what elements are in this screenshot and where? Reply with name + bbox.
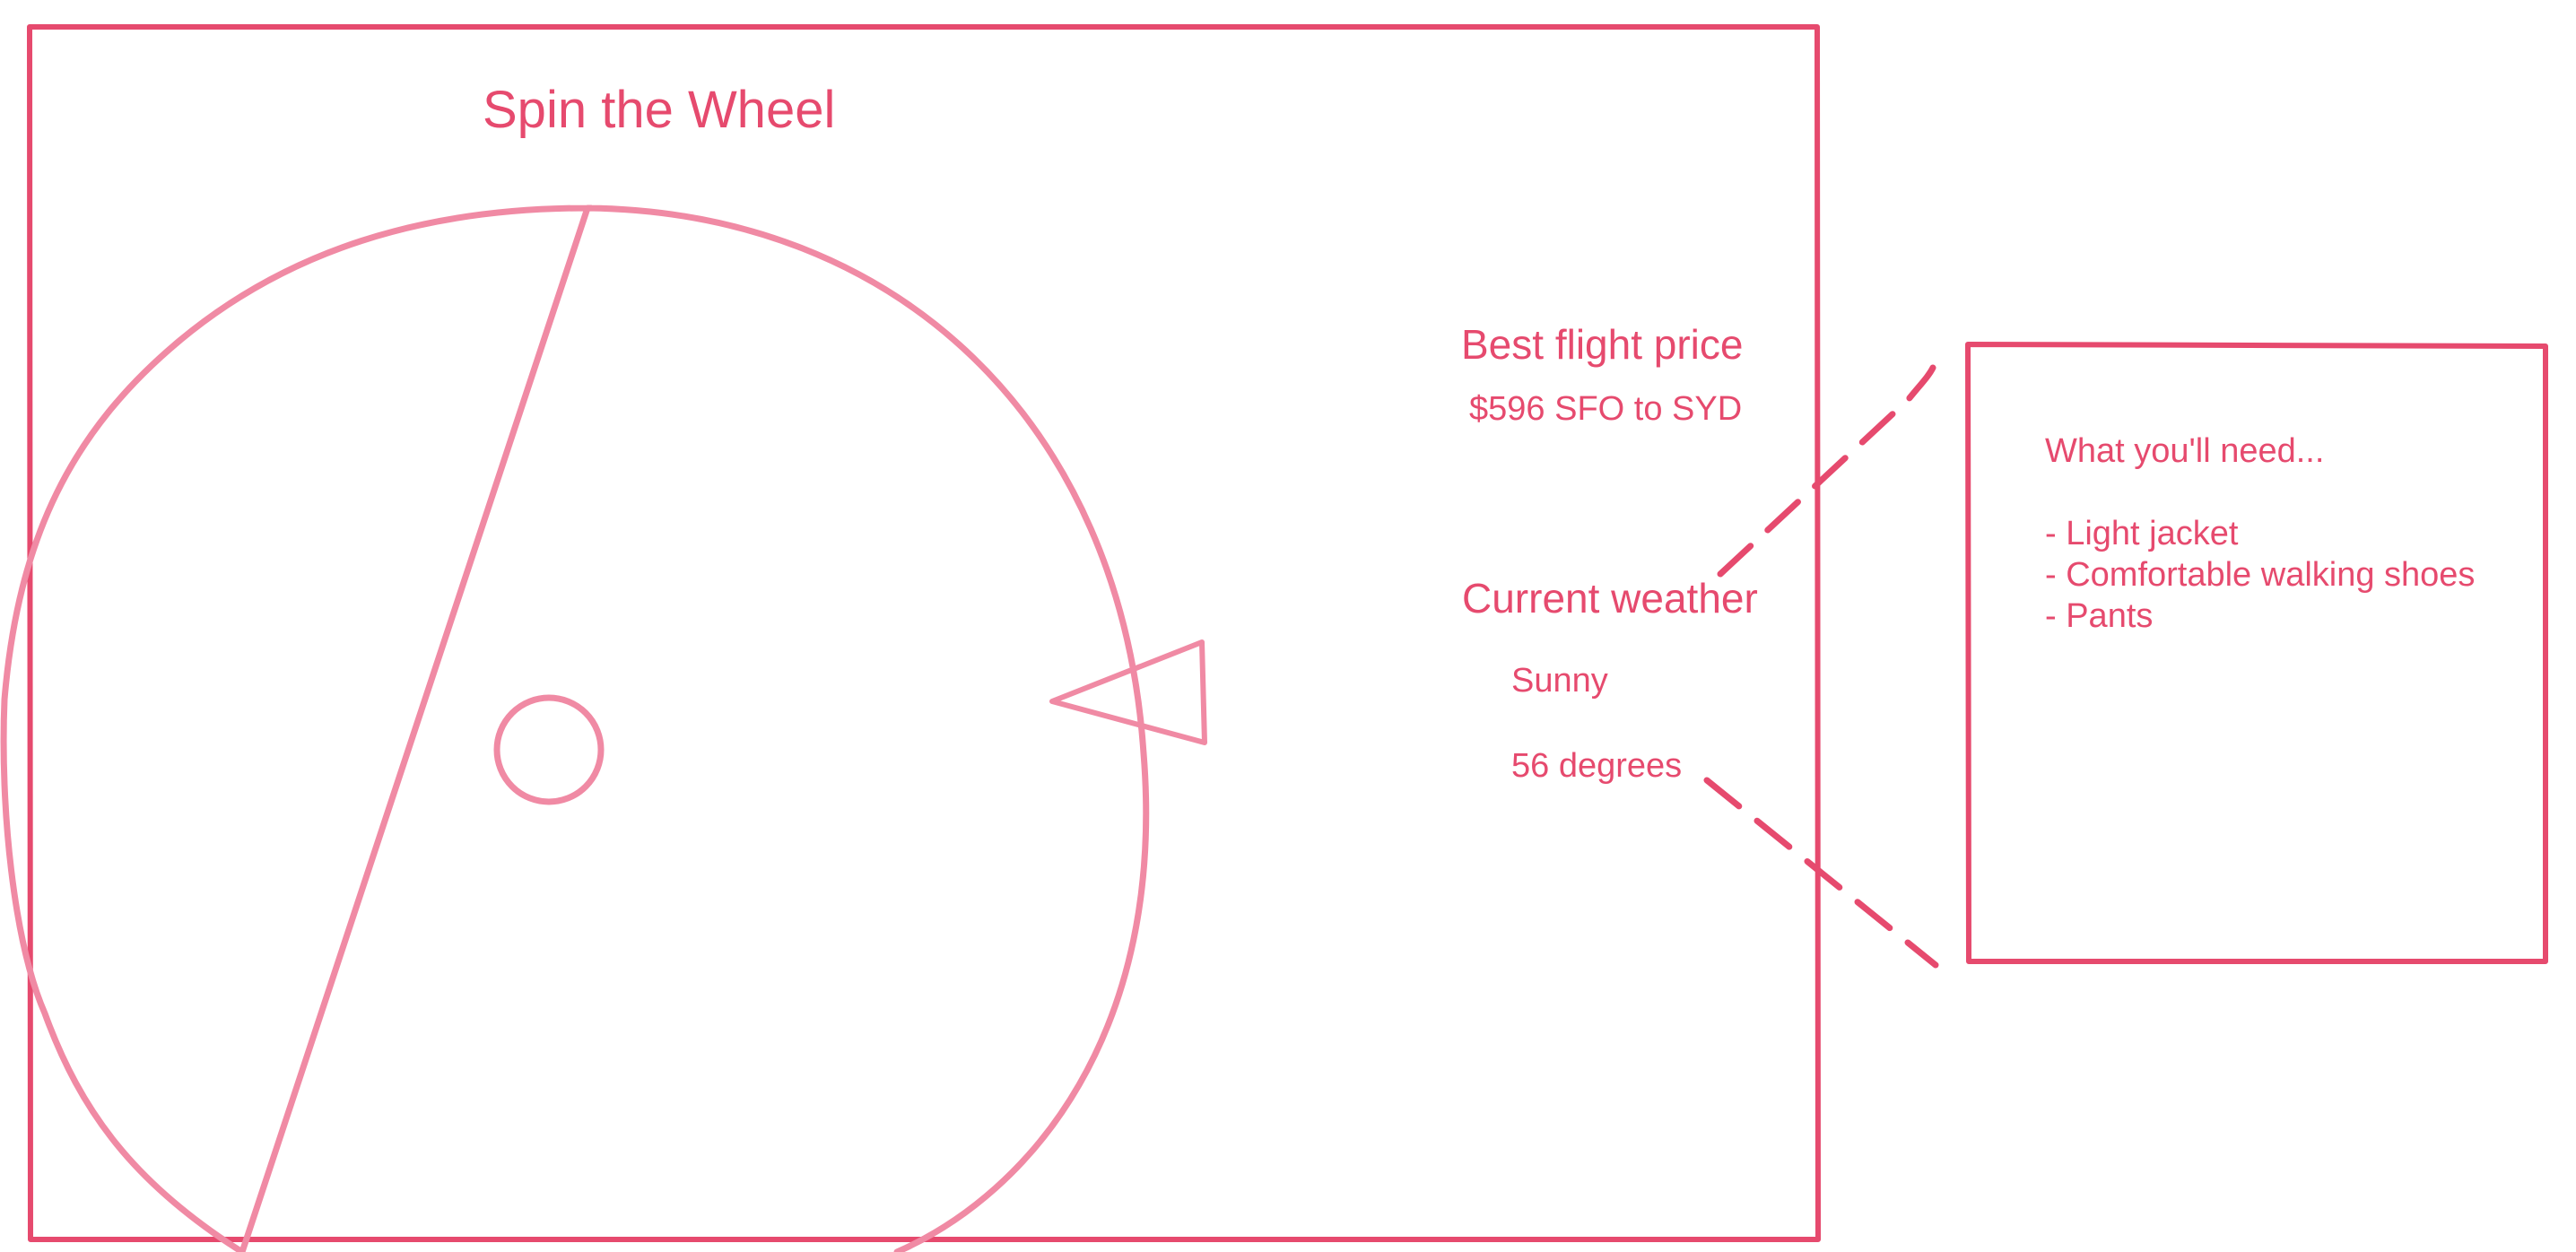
page-title: Spin the Wheel bbox=[483, 81, 836, 139]
wheel-pointer-icon bbox=[1049, 639, 1207, 745]
flight-price-heading: Best flight price bbox=[1461, 321, 1744, 368]
weather-condition: Sunny bbox=[1511, 662, 1608, 700]
main-frame bbox=[27, 24, 1821, 1242]
needs-list: - Light jacket - Comfortable walking sho… bbox=[2045, 513, 2475, 637]
list-item: - Light jacket bbox=[2045, 515, 2239, 552]
wheel-center-icon[interactable] bbox=[493, 694, 605, 805]
spin-wheel[interactable] bbox=[0, 204, 1150, 1252]
weather-heading: Current weather bbox=[1462, 575, 1758, 622]
callout-heading: What you'll need... bbox=[2045, 432, 2325, 470]
flight-price-value: $596 SFO to SYD bbox=[1469, 390, 1743, 428]
weather-temperature: 56 degrees bbox=[1511, 747, 1683, 785]
callout-connector-bottom bbox=[1703, 777, 1939, 969]
list-item: - Pants bbox=[2045, 597, 2154, 635]
list-item: - Comfortable walking shoes bbox=[2045, 556, 2476, 594]
callout-connector-top bbox=[1717, 364, 1936, 578]
callout-frame bbox=[1965, 342, 2548, 964]
